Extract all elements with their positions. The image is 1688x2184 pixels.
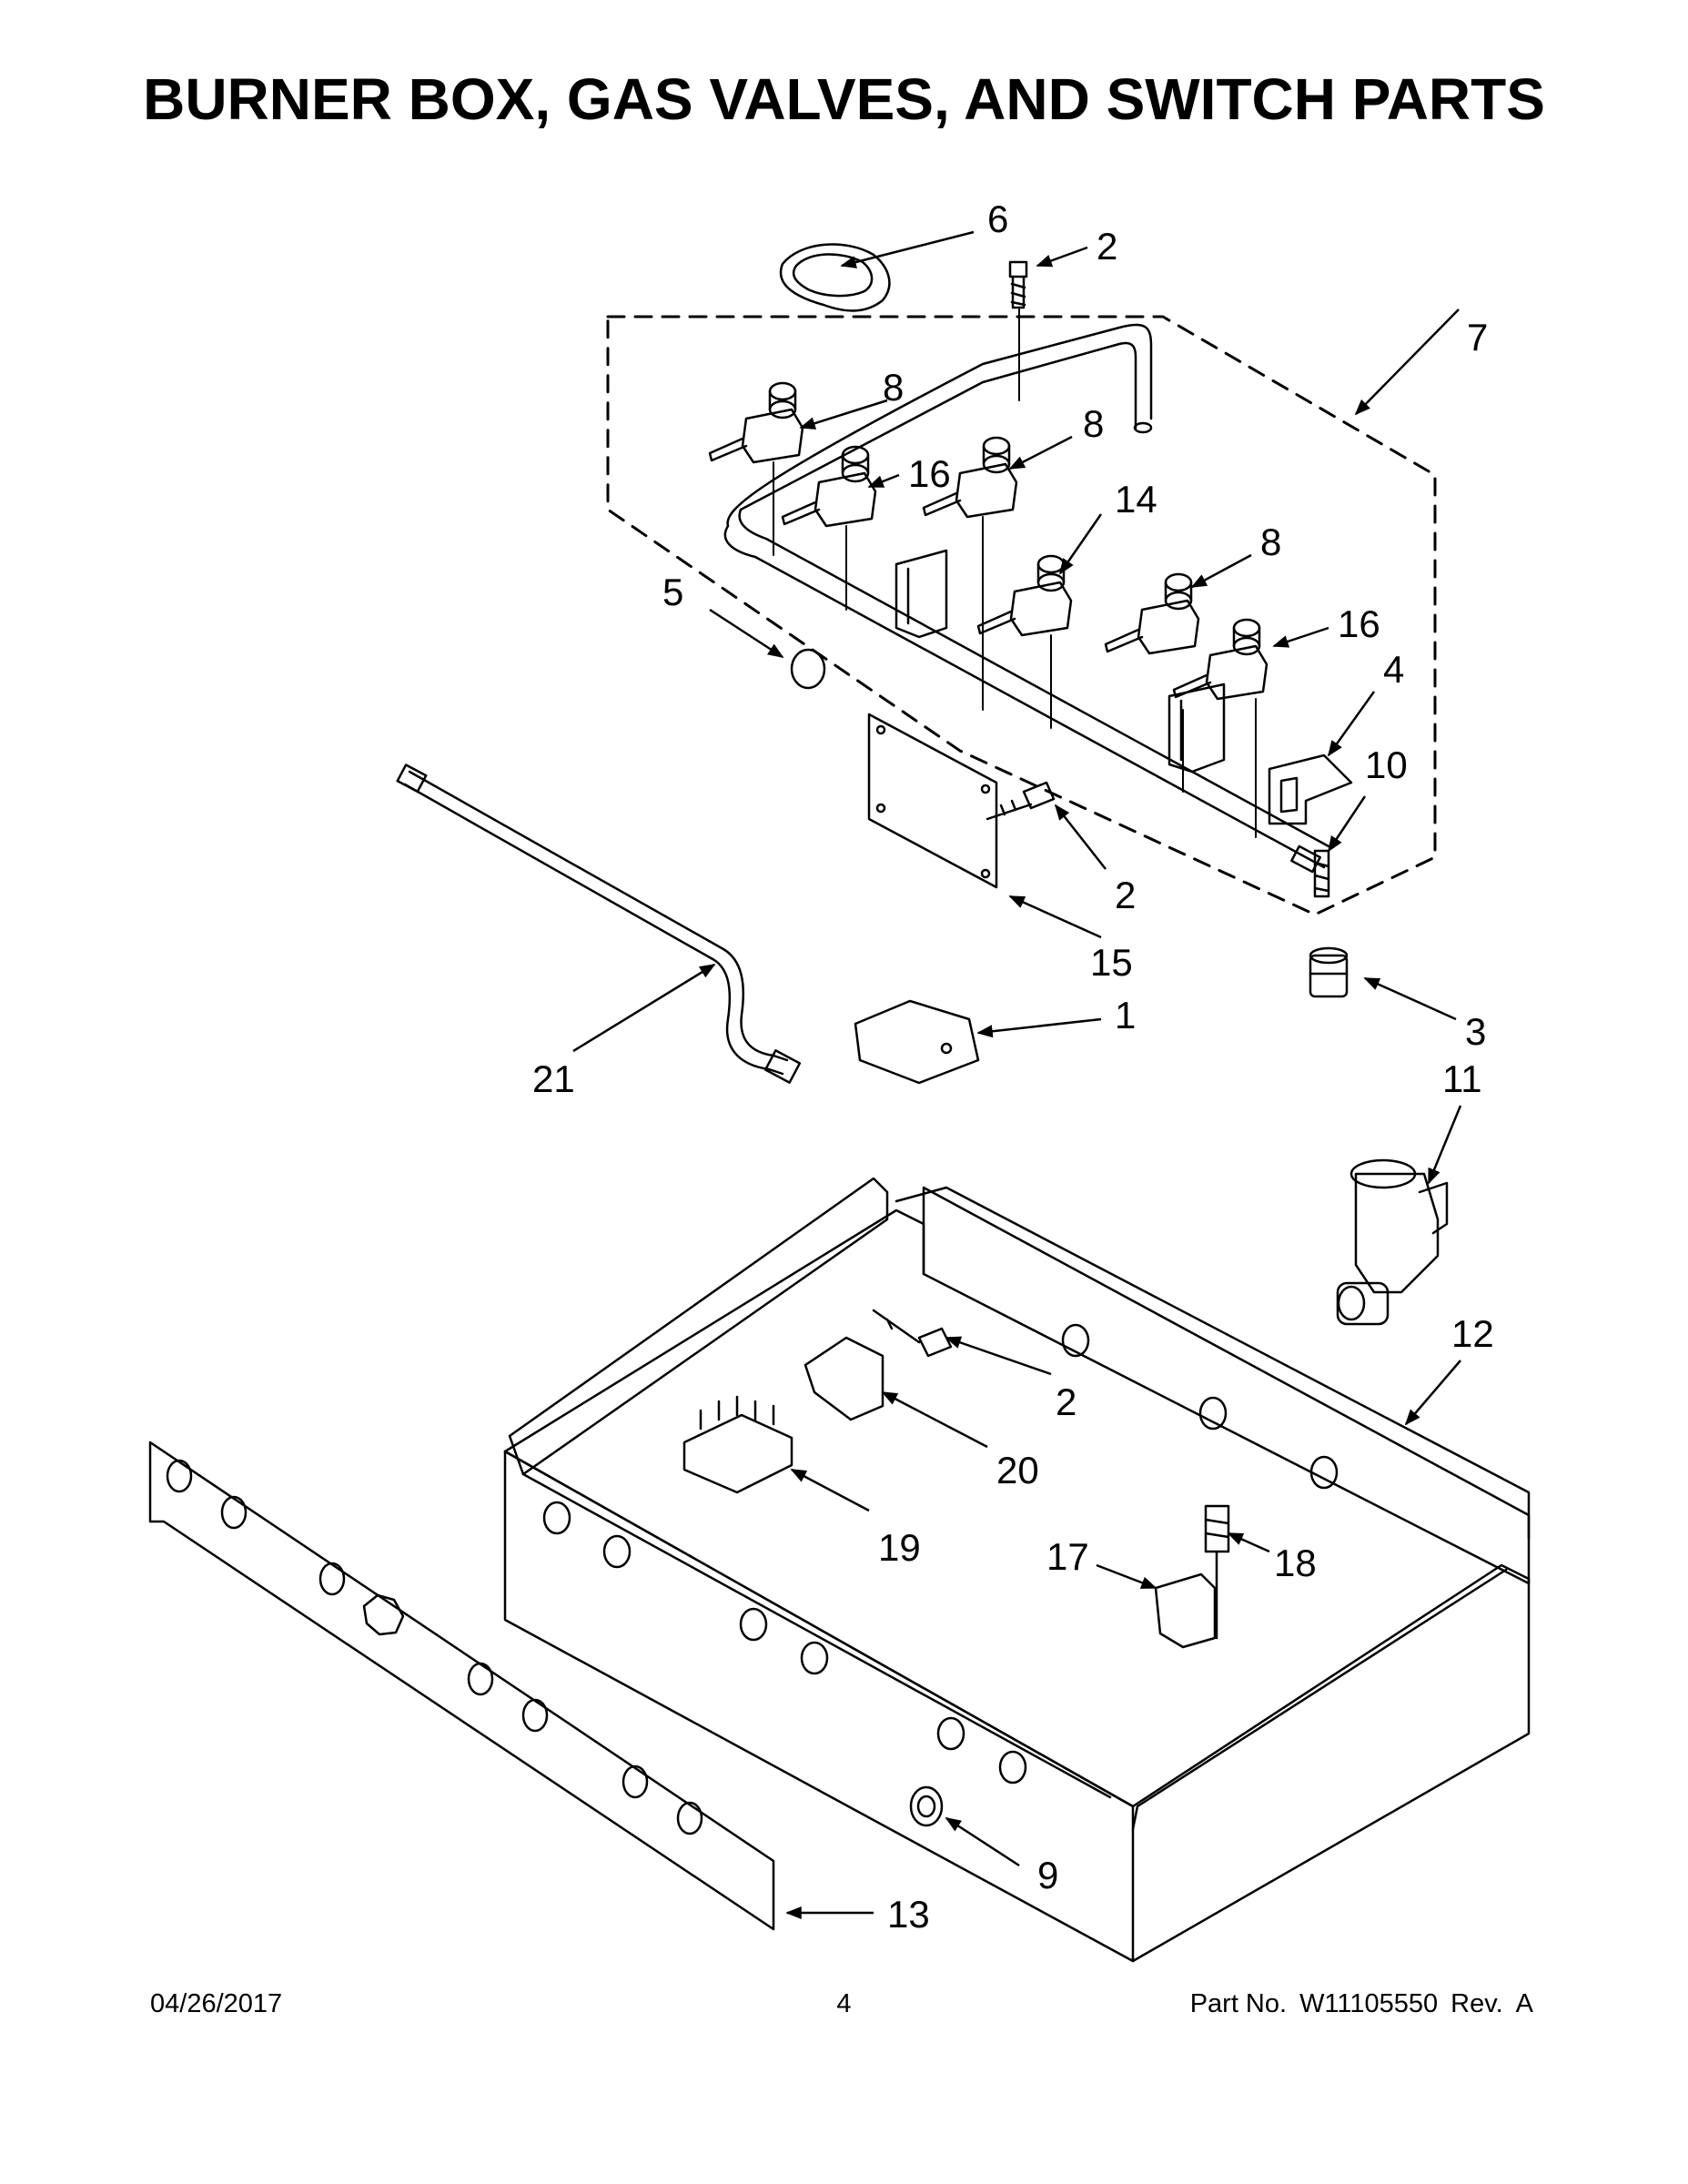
callout-16-b: 16 (1338, 602, 1380, 645)
leader-3 (1363, 976, 1457, 1021)
screw-part-box (872, 1309, 953, 1358)
bracket-part-4 (1268, 753, 1353, 825)
leader-16b (1272, 626, 1329, 648)
leader-4 (1327, 691, 1376, 757)
washer-part (790, 648, 826, 690)
leader-19 (790, 1468, 870, 1512)
footer-page-number: 4 (836, 1989, 852, 2018)
screw-part-top (1008, 260, 1028, 401)
bracket-part-2 (1167, 682, 1226, 774)
callout-2-top: 2 (1097, 225, 1117, 268)
trim-strip-part (148, 1441, 775, 1931)
bracket-part-20 (804, 1336, 884, 1421)
callout-15: 15 (1090, 941, 1133, 984)
fitting-part-3 (1309, 946, 1349, 998)
gas-line-part (396, 763, 802, 1084)
callout-16-a: 16 (908, 452, 951, 495)
callout-20: 20 (996, 1449, 1039, 1491)
footer-date: 04/26/2017 (150, 1989, 283, 2018)
valve-assembly-dashed-outline (606, 315, 1437, 916)
footer-part-number: Part No. W11105550 Rev. A (1190, 1989, 1533, 2019)
burner-box-part (503, 1177, 1531, 1963)
switch-block-part (682, 1395, 793, 1494)
leader-12 (1404, 1360, 1461, 1426)
leader-5 (709, 608, 784, 659)
callout-2-mid: 2 (1115, 874, 1136, 916)
rev-label: Rev. (1450, 1989, 1503, 2018)
callout-3: 3 (1465, 1010, 1486, 1053)
screw-part-18 (1204, 1504, 1230, 1640)
callout-8-b: 8 (1083, 402, 1104, 445)
callout-17: 17 (1046, 1535, 1089, 1578)
leader-21 (572, 963, 716, 1053)
leader-8b (1008, 435, 1073, 470)
cover-plate-part (867, 713, 998, 889)
callout-4: 4 (1383, 648, 1404, 691)
leader-7 (1354, 308, 1460, 416)
manifold-pipe (723, 323, 1330, 874)
screw-part-10 (1313, 849, 1330, 898)
leader-1 (976, 1017, 1102, 1038)
leader-16a (867, 473, 900, 489)
leader-15 (1008, 895, 1102, 939)
callout-19: 19 (878, 1526, 921, 1569)
leader-11 (1427, 1105, 1462, 1185)
bracket-part-1 (895, 549, 948, 639)
leader-18 (1227, 1532, 1270, 1553)
callout-1: 1 (1115, 994, 1136, 1036)
callout-7: 7 (1467, 316, 1488, 359)
callout-10: 10 (1365, 743, 1408, 786)
callout-6: 6 (987, 197, 1008, 240)
leader-10 (1327, 795, 1367, 853)
valve-part-1 (708, 381, 804, 556)
leader-2b (1054, 804, 1107, 870)
valve-part-5 (1104, 572, 1200, 655)
bracket-part-17 (1154, 1572, 1217, 1649)
pressure-regulator-part (1336, 1158, 1449, 1326)
valve-part-6 (1172, 618, 1269, 838)
callout-8-c: 8 (1260, 521, 1281, 563)
insulation-pad-part (854, 999, 980, 1085)
leader-8c (1190, 553, 1252, 589)
callout-21: 21 (532, 1057, 575, 1100)
page-title: BURNER BOX, GAS VALVES, AND SWITCH PARTS (143, 66, 1545, 132)
gasket-part (779, 243, 891, 312)
valve-part-4 (976, 554, 1073, 729)
leader-6 (840, 230, 975, 268)
leader-17 (1096, 1563, 1157, 1590)
valve-part-2 (781, 445, 877, 611)
leader-8a (799, 399, 888, 430)
part-number: W11105550 (1299, 1989, 1439, 2018)
callout-14: 14 (1115, 478, 1157, 521)
callout-2-box: 2 (1056, 1380, 1076, 1423)
callout-9: 9 (1037, 1854, 1058, 1896)
rev-value: A (1515, 1989, 1533, 2018)
callout-18: 18 (1274, 1542, 1317, 1584)
leader-9 (945, 1816, 1020, 1867)
callout-12: 12 (1451, 1312, 1494, 1355)
part-label: Part No. (1189, 1989, 1288, 2018)
leader-2c (945, 1336, 1052, 1376)
leader-14 (1058, 513, 1103, 575)
screw-part-mid (986, 781, 1056, 821)
knob-part (909, 1785, 944, 1827)
leader-20 (881, 1390, 988, 1449)
leader-2a (1036, 246, 1088, 268)
callout-5: 5 (662, 571, 683, 613)
callout-11: 11 (1442, 1057, 1482, 1100)
callout-13: 13 (887, 1893, 930, 1936)
callout-8-a: 8 (883, 366, 904, 409)
